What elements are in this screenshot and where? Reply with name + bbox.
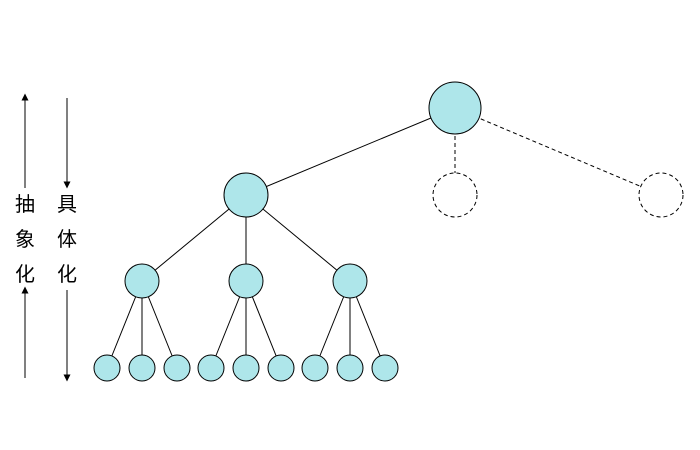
nodes [93, 81, 684, 382]
edge-root-l1 [245, 107, 456, 196]
node-root [428, 81, 482, 135]
concretization-label: 具 体 化 [57, 192, 77, 286]
node-hidden-2 [638, 172, 684, 218]
node-l2-b [228, 263, 264, 299]
node-hidden-1 [432, 172, 478, 218]
node-l2-a [124, 263, 160, 299]
node-leaf-5 [232, 354, 260, 382]
edges [106, 107, 662, 369]
edge-root-hidden-2 [454, 107, 662, 196]
node-l1 [223, 172, 269, 218]
node-l2-c [332, 263, 368, 299]
node-leaf-6 [267, 354, 295, 382]
node-leaf-7 [301, 354, 329, 382]
node-leaf-4 [197, 354, 225, 382]
node-leaf-1 [93, 354, 121, 382]
node-leaf-8 [336, 354, 364, 382]
abstraction-label: 抽 象 化 [15, 192, 35, 286]
node-leaf-2 [128, 354, 156, 382]
node-leaf-3 [163, 354, 191, 382]
node-leaf-9 [371, 354, 399, 382]
